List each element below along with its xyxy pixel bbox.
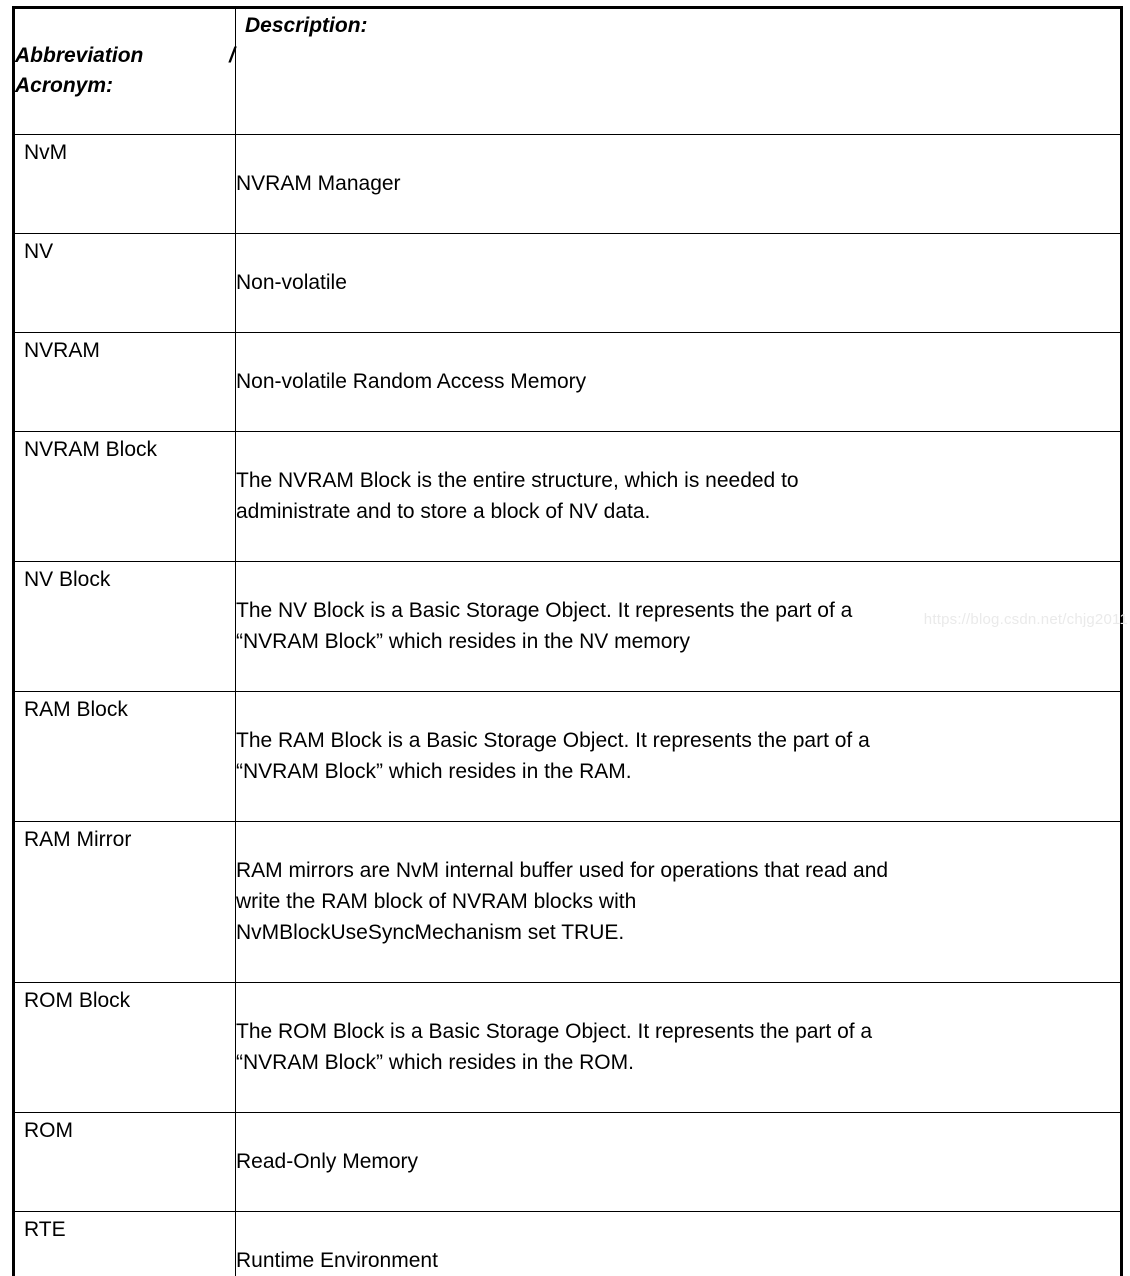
column-header-abbreviation-label: Abbreviation [15,41,143,71]
cell-description: The ROM Block is a Basic Storage Object.… [236,983,1122,1113]
table-row: NVRAM Non-volatile Random Access Memory [14,333,1122,432]
cell-description: Non-volatile [236,234,1122,333]
cell-abbreviation: ROM [14,1113,236,1212]
description-line: The RAM Block is a Basic Storage Object.… [236,725,1120,756]
cell-description: Runtime Environment [236,1212,1122,1276]
abbreviation-text: NVRAM Block [15,438,163,461]
description-line: The ROM Block is a Basic Storage Object.… [236,1016,1120,1047]
abbreviation-text: RAM Mirror [15,828,137,851]
description-text: RAM mirrors are NvM internal buffer used… [236,828,1120,975]
column-header-abbreviation: Abbreviation / Acronym: [14,8,236,135]
description-line: NvMBlockUseSyncMechanism set TRUE. [236,917,1120,948]
abbreviation-text: NV [15,240,59,263]
description-line: “NVRAM Block” which resides in the ROM. [236,1047,1120,1078]
cell-abbreviation: RTE [14,1212,236,1276]
description-line: RAM mirrors are NvM internal buffer used… [236,855,1120,886]
cell-description: Read-Only Memory [236,1113,1122,1212]
description-line: NVRAM Manager [236,168,1120,199]
cell-description: The NV Block is a Basic Storage Object. … [236,562,1122,692]
description-text: NVRAM Manager [236,141,1120,226]
table-row: ROM Read-Only Memory [14,1113,1122,1212]
description-text: Non-volatile Random Access Memory [236,339,1120,424]
description-line: “NVRAM Block” which resides in the NV me… [236,626,1120,657]
description-line: administrate and to store a block of NV … [236,496,1120,527]
description-line: The NVRAM Block is the entire structure,… [236,465,1120,496]
cell-abbreviation: NV Block [14,562,236,692]
cell-abbreviation: RAM Block [14,692,236,822]
description-text: Non-volatile [236,240,1120,325]
description-text: The NV Block is a Basic Storage Object. … [236,568,1120,684]
abbreviation-text: NVRAM [15,339,106,362]
column-header-abbreviation-slash: / [229,41,235,71]
cell-abbreviation: RAM Mirror [14,822,236,983]
description-line: The NV Block is a Basic Storage Object. … [236,595,1120,626]
abbreviation-text: NV Block [15,568,116,591]
description-text: Runtime Environment [236,1218,1120,1276]
column-header-description: Description: [236,8,1122,135]
cell-abbreviation: NV [14,234,236,333]
cell-abbreviation: NVRAM [14,333,236,432]
cell-description: NVRAM Manager [236,135,1122,234]
description-line: “NVRAM Block” which resides in the RAM. [236,756,1120,787]
table-row: RTE Runtime Environment [14,1212,1122,1276]
cell-description: The NVRAM Block is the entire structure,… [236,432,1122,562]
description-text: The NVRAM Block is the entire structure,… [236,438,1120,554]
cell-abbreviation: NvM [14,135,236,234]
cell-abbreviation: NVRAM Block [14,432,236,562]
cell-description: RAM mirrors are NvM internal buffer used… [236,822,1122,983]
description-text: Read-Only Memory [236,1119,1120,1204]
abbreviation-text: ROM [15,1119,79,1142]
abbreviation-text: ROM Block [15,989,136,1012]
column-header-acronym-label: Acronym: [15,71,235,101]
cell-description: Non-volatile Random Access Memory [236,333,1122,432]
table-row: NvM NVRAM Manager [14,135,1122,234]
description-line: Non-volatile Random Access Memory [236,366,1120,397]
table-header: Abbreviation / Acronym: Description: [14,8,1122,135]
table-row: NV Non-volatile [14,234,1122,333]
description-text: The RAM Block is a Basic Storage Object.… [236,698,1120,814]
description-text: The ROM Block is a Basic Storage Object.… [236,989,1120,1105]
description-line: Runtime Environment [236,1245,1120,1276]
description-line: Read-Only Memory [236,1146,1120,1177]
abbreviation-text: NvM [15,141,73,164]
table-header-row: Abbreviation / Acronym: Description: [14,8,1122,135]
column-header-description-label: Description: [236,14,376,37]
description-line: Non-volatile [236,267,1120,298]
description-line: write the RAM block of NVRAM blocks with [236,886,1120,917]
cell-description: The RAM Block is a Basic Storage Object.… [236,692,1122,822]
abbreviation-text: RTE [15,1218,72,1241]
document-page: Abbreviation / Acronym: Description: NvM… [0,0,1130,638]
abbreviations-glossary-table: Abbreviation / Acronym: Description: NvM… [12,6,1123,1276]
cell-abbreviation: ROM Block [14,983,236,1113]
abbreviation-text: RAM Block [15,698,134,721]
